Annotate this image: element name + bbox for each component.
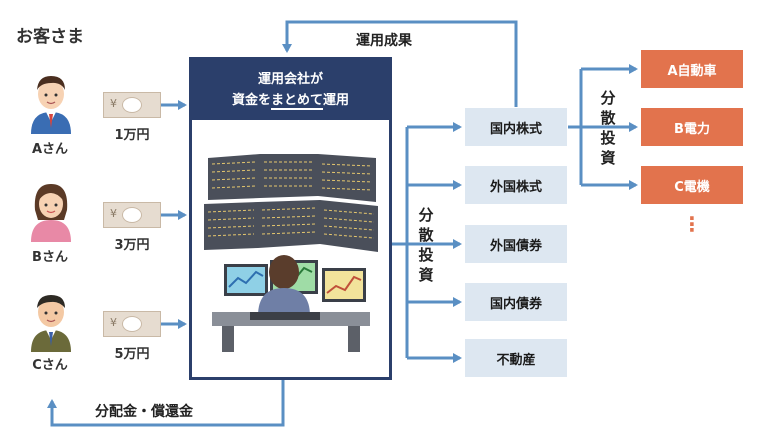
yen-symbol: ¥ — [110, 207, 117, 220]
company-line2: 資金をまとめて運用 — [231, 93, 350, 110]
customer-c-avatar — [31, 295, 71, 352]
customer-c-bill: ¥ — [103, 311, 161, 337]
customer-b-bill: ¥ — [103, 202, 161, 228]
customer-b-label: Bさん — [32, 250, 68, 265]
customer-c-amount: 5万円 — [114, 347, 150, 362]
asset-real-estate: 不動産 — [465, 339, 567, 377]
customer-a-label: Aさん — [31, 142, 69, 157]
customer-a-amount: 1万円 — [114, 128, 150, 143]
company-b-power: B電力 — [641, 108, 743, 146]
customer-a-avatar — [31, 76, 71, 134]
customer-a-bill: ¥ — [103, 92, 161, 118]
management-company-header: 運用会社が 資金をまとめて運用 — [192, 60, 389, 120]
trader-workstation-illustration — [204, 154, 378, 352]
more-companies-ellipsis: ⋮ — [682, 212, 702, 236]
company-a-auto: A自動車 — [641, 50, 743, 88]
customer-c-label: Cさん — [32, 358, 68, 373]
company-line2-underlined: まとめて — [270, 93, 323, 110]
distribution-arrow — [47, 380, 285, 427]
customers-heading: お客さま — [16, 27, 84, 47]
company-line1: 運用会社が — [257, 72, 323, 87]
diversify-label-side: 分散投資 — [600, 89, 616, 167]
returns-arrow — [282, 20, 518, 107]
yen-symbol: ¥ — [110, 316, 117, 329]
customer-b-amount: 3万円 — [114, 238, 150, 253]
yen-symbol: ¥ — [110, 97, 117, 110]
diversify-label-main: 分散投資 — [418, 206, 434, 284]
asset-foreign-stock: 外国株式 — [465, 166, 567, 204]
company-c-electric: C電機 — [641, 166, 743, 204]
asset-domestic-bond: 国内債券 — [465, 283, 567, 321]
asset-domestic-stock: 国内株式 — [465, 108, 567, 146]
returns-label: 運用成果 — [356, 33, 412, 49]
distribution-label: 分配金・償還金 — [95, 404, 193, 420]
customer-b-avatar — [31, 184, 71, 242]
asset-foreign-bond: 外国債券 — [465, 225, 567, 263]
management-company-box: 運用会社が 資金をまとめて運用 — [189, 57, 392, 380]
